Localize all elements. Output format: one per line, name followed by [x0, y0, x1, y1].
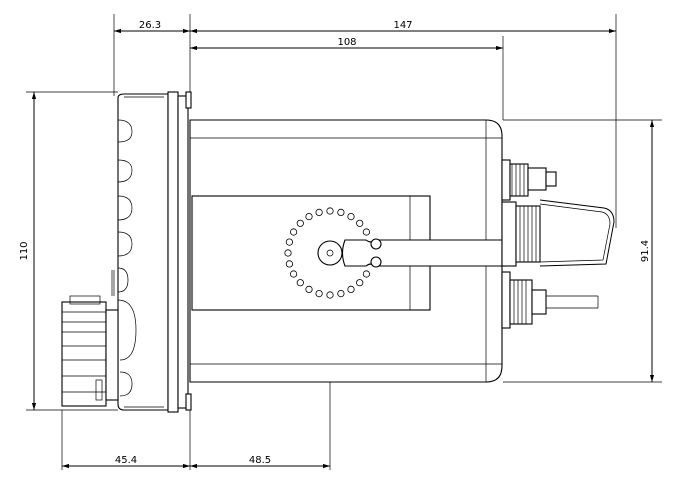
bolt-hole [315, 289, 323, 298]
rear-connectors [501, 159, 599, 329]
mounting-bracket [191, 195, 503, 311]
dimension-labels: 26.3 147 108 110 91.4 45.4 48.5 [19, 20, 651, 466]
dimension-lines [31, 28, 655, 469]
dim-front-depth: 26.3 [139, 20, 161, 31]
bolt-hole [356, 279, 364, 287]
bolt-hole [362, 228, 370, 236]
mounting-flange [167, 91, 192, 413]
bolt-hole [326, 207, 334, 215]
bolt-hole [347, 213, 355, 221]
bolt-hole [284, 249, 292, 257]
front-bezel [111, 93, 169, 411]
bolt-hole [289, 270, 298, 278]
bolt-hole [285, 260, 293, 268]
bolt-hole [305, 285, 313, 293]
dim-overall-length: 147 [393, 20, 412, 31]
bolt-hole [285, 238, 293, 246]
bolt-hole [289, 228, 298, 236]
bolt-hole [362, 270, 370, 278]
bolt-hole [326, 291, 334, 299]
bolt-hole [296, 279, 304, 287]
bolt-hole [305, 213, 313, 221]
dim-body-length: 108 [337, 37, 356, 48]
bracket-wire [539, 199, 615, 267]
bolt-hole [337, 289, 345, 298]
dim-rear-height: 91.4 [640, 240, 651, 262]
dim-bracket-pivot: 48.5 [249, 455, 271, 466]
bolt-hole [337, 208, 345, 216]
bolt-hole [347, 285, 355, 293]
knob [61, 295, 119, 407]
dim-height: 110 [19, 241, 30, 260]
dim-knob-offset: 45.4 [115, 455, 137, 466]
bolt-hole [315, 208, 323, 216]
bolt-hole [296, 219, 304, 227]
bolt-hole [356, 219, 364, 227]
bolt-circle [284, 207, 370, 299]
